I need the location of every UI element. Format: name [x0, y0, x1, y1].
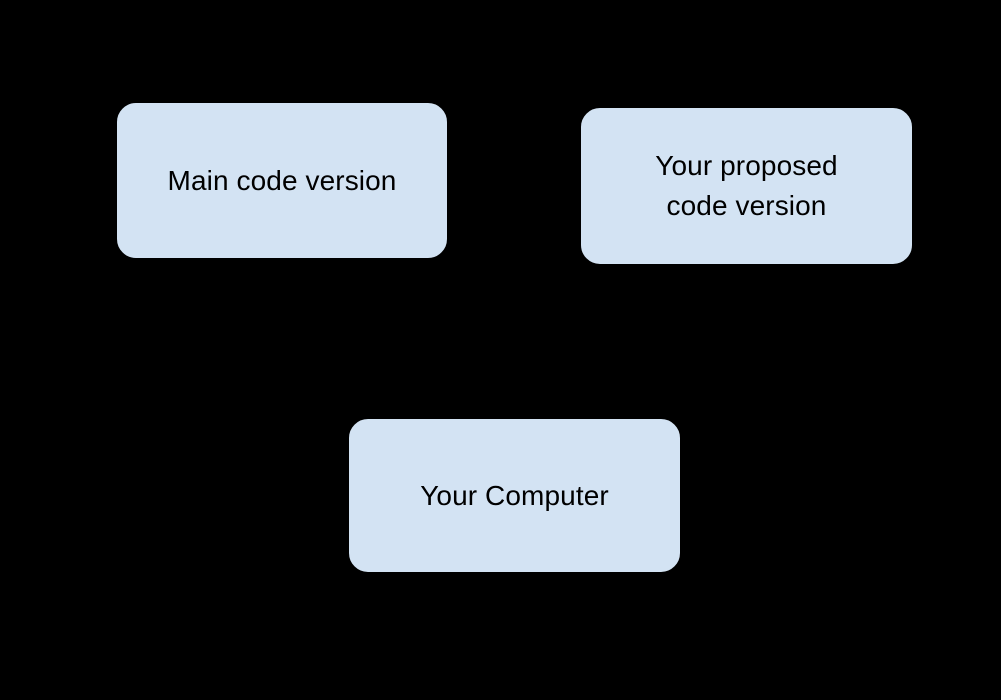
- node-your-proposed-code-version-label: Your proposed code version: [655, 150, 838, 221]
- node-main-code-version[interactable]: Main code version: [116, 102, 448, 259]
- node-main-code-version-label: Main code version: [167, 164, 397, 196]
- edge-main-to-computer: [282, 259, 524, 416]
- node-your-proposed-code-version[interactable]: Your proposed code version: [580, 107, 913, 265]
- node-your-computer-label: Your Computer: [420, 479, 609, 511]
- node-your-computer[interactable]: Your Computer: [348, 418, 681, 573]
